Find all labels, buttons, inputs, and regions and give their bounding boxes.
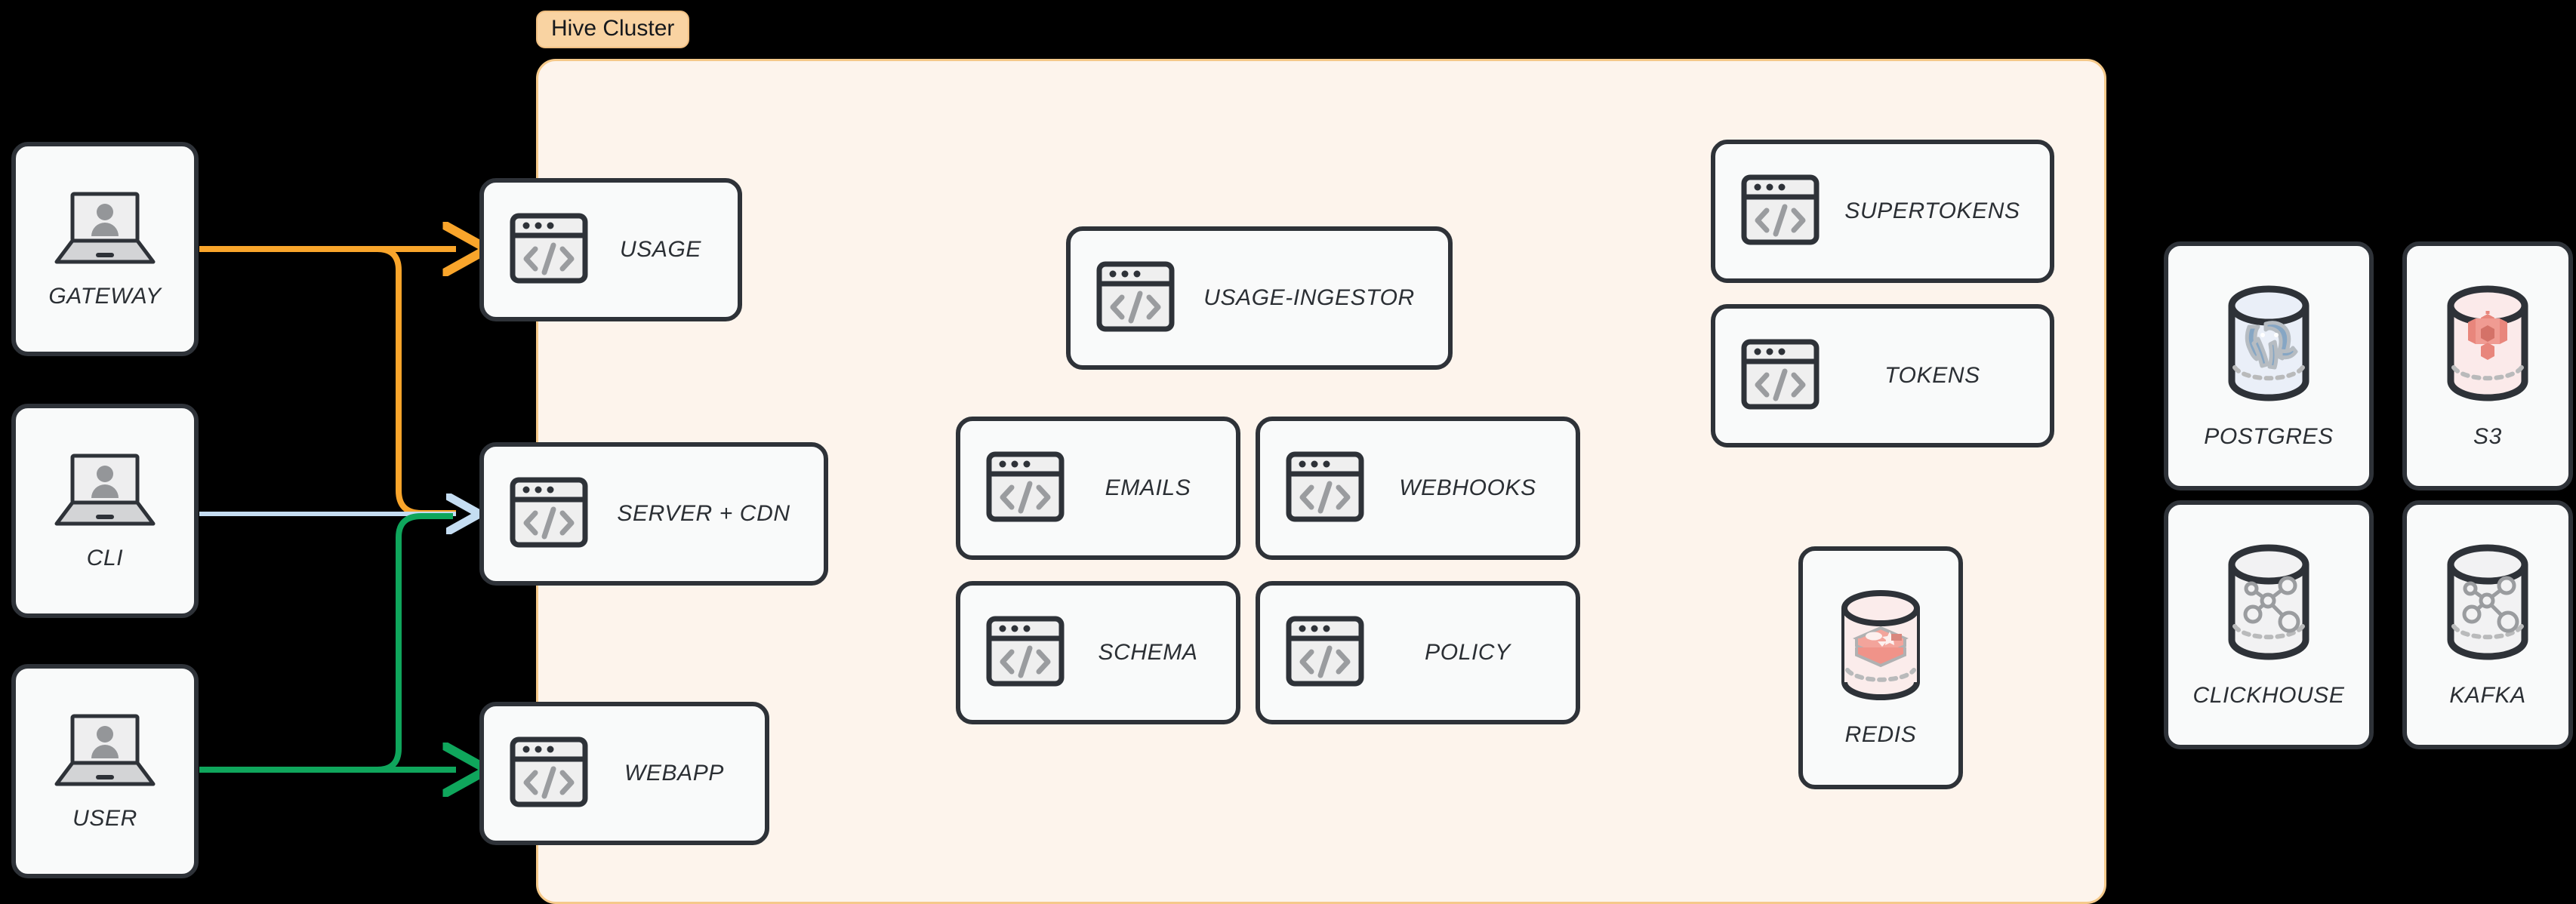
datastore-label: KAFKA — [2449, 682, 2526, 708]
datastore-label: POSTGRES — [2204, 423, 2334, 449]
code-window-icon — [1096, 261, 1175, 336]
postgres-cylinder-icon — [2217, 283, 2321, 407]
hive-cluster-label: Hive Cluster — [536, 11, 690, 48]
service-node-webapp[interactable]: WEBAPP — [479, 702, 769, 845]
service-label: POLICY — [1425, 640, 1511, 665]
client-node-gateway[interactable]: GATEWAY — [11, 142, 199, 356]
code-window-icon — [1741, 174, 1820, 249]
service-node-webhooks[interactable]: WEBHOOKS — [1256, 417, 1580, 560]
code-window-icon — [1286, 616, 1364, 690]
code-window-icon — [510, 736, 588, 811]
service-label: USAGE-INGESTOR — [1203, 285, 1415, 310]
service-node-policy[interactable]: POLICY — [1256, 581, 1580, 724]
redis-cylinder-icon — [1832, 589, 1929, 706]
code-window-icon — [1286, 451, 1364, 526]
service-node-schema[interactable]: SCHEMA — [956, 581, 1240, 724]
client-label: CLI — [86, 545, 124, 570]
network-cylinder-icon — [2436, 542, 2540, 666]
client-label: USER — [72, 805, 137, 831]
laptop-user-icon — [52, 451, 158, 533]
service-label: TOKENS — [1884, 363, 1980, 388]
datastore-label: S3 — [2473, 423, 2502, 449]
client-node-cli[interactable]: CLI — [11, 404, 199, 618]
datastore-node-clickhouse[interactable]: CLICKHOUSE — [2164, 500, 2374, 749]
datastore-node-s3[interactable]: S3 — [2402, 241, 2573, 490]
client-node-user[interactable]: USER — [11, 664, 199, 878]
datastore-label: CLICKHOUSE — [2192, 682, 2345, 708]
network-cylinder-icon — [2217, 542, 2321, 666]
service-label: SUPERTOKENS — [1844, 198, 2020, 223]
datastore-node-redis[interactable]: REDIS — [1798, 546, 1963, 789]
code-window-icon — [510, 213, 588, 287]
datastore-node-kafka[interactable]: KAFKA — [2402, 500, 2573, 749]
service-label: WEBHOOKS — [1399, 475, 1536, 500]
s3-cylinder-icon — [2436, 283, 2540, 407]
service-node-usage[interactable]: USAGE — [479, 178, 742, 321]
code-window-icon — [986, 616, 1065, 690]
datastore-label: REDIS — [1844, 721, 1917, 747]
service-label: USAGE — [619, 237, 702, 262]
laptop-user-icon — [52, 189, 158, 272]
service-node-emails[interactable]: EMAILS — [956, 417, 1240, 560]
laptop-user-icon — [52, 712, 158, 794]
edge-gateway-to-server-cdn — [199, 246, 456, 516]
edge-user-to-server-cdn — [199, 513, 453, 773]
service-node-tokens[interactable]: TOKENS — [1711, 304, 2054, 447]
client-label: GATEWAY — [48, 283, 162, 309]
code-window-icon — [1741, 339, 1820, 414]
service-node-supertokens[interactable]: SUPERTOKENS — [1711, 140, 2054, 283]
service-node-server-cdn[interactable]: SERVER + CDN — [479, 442, 828, 586]
datastore-node-postgres[interactable]: POSTGRES — [2164, 241, 2374, 490]
code-window-icon — [510, 477, 588, 552]
code-window-icon — [986, 451, 1065, 526]
service-label: SCHEMA — [1098, 640, 1198, 665]
service-label: WEBAPP — [624, 761, 724, 786]
service-label: EMAILS — [1105, 475, 1191, 500]
service-label: SERVER + CDN — [617, 501, 790, 526]
service-node-usage-ingestor[interactable]: USAGE-INGESTOR — [1066, 226, 1453, 370]
